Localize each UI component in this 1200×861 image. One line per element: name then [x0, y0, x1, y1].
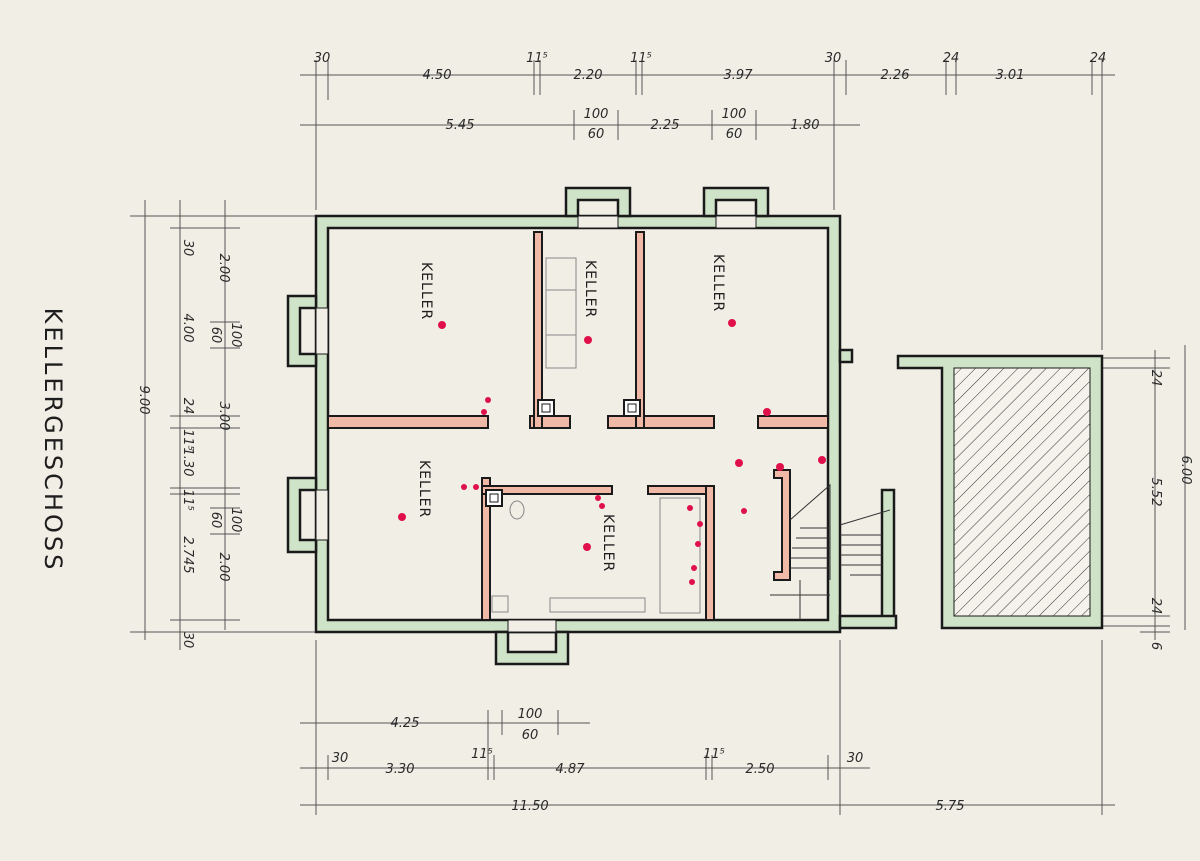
- dim-top-2: 4.50: [423, 68, 452, 83]
- dim-top2-2: 100: [584, 107, 609, 122]
- room-label-3: KELLER: [710, 254, 726, 312]
- inner-walls: [327, 231, 829, 621]
- dim-bottom-10: 30: [847, 751, 864, 766]
- garage-hatched-area: [954, 368, 1090, 616]
- room-label-2: KELLER: [582, 260, 598, 318]
- dim-top2-6: 60: [726, 127, 743, 142]
- dim-left-11: 60: [208, 512, 223, 529]
- dim-right-total: 6.00: [1178, 456, 1193, 485]
- left-dimension-chain: 30 2.00 100 60 4.00 24 3.00 11⁵ 1.30 100…: [130, 200, 320, 650]
- dim-top-10: 3.01: [996, 68, 1025, 83]
- dim-bottom-4: 30: [332, 751, 349, 766]
- dim-right-3: 24: [1148, 598, 1163, 615]
- dim-bottom-12: 5.75: [936, 799, 965, 814]
- dim-left-9: 1.30: [180, 448, 195, 477]
- dim-bottom-7: 4.87: [556, 762, 586, 777]
- staircase: [770, 483, 891, 620]
- dim-bottom-6: 11⁵: [471, 747, 493, 762]
- dim-bottom-11: 11.50: [511, 799, 548, 814]
- dim-top-9: 24: [943, 51, 960, 66]
- bottom-dimension-chain: 4.25 100 60 30 3.30 11⁵ 4.87 11⁵ 2.50 30…: [300, 640, 1115, 815]
- dim-top-11: 24: [1090, 51, 1107, 66]
- outer-walls: [286, 186, 854, 666]
- dim-bottom-9: 2.50: [746, 762, 775, 777]
- dim-top2-3: 60: [588, 127, 605, 142]
- dim-left-8: 11⁵: [180, 429, 195, 451]
- dim-top-8: 2.26: [881, 68, 910, 83]
- right-dimension-chain: 24 5.52 24 6 6.00: [1100, 345, 1193, 650]
- dim-top2-5: 100: [722, 107, 747, 122]
- garage: [838, 354, 1104, 630]
- dim-top-6: 3.97: [724, 68, 754, 83]
- dim-top2-7: 1.80: [791, 118, 820, 133]
- room-label-5: KELLER: [600, 514, 616, 572]
- dim-bottom-2: 100: [518, 707, 543, 722]
- dim-left-7: 3.00: [216, 402, 231, 431]
- dim-left-14: 2.00: [216, 553, 231, 582]
- dim-right-2: 5.52: [1148, 478, 1163, 507]
- dim-left-5: 4.00: [180, 314, 195, 343]
- dim-left-2: 2.00: [216, 254, 231, 283]
- dim-top-4: 2.20: [574, 68, 603, 83]
- dim-left-1: 30: [180, 240, 195, 257]
- room-label-4: KELLER: [416, 460, 432, 518]
- dim-right-4: 6: [1148, 642, 1163, 650]
- dim-top-5: 11⁵: [630, 51, 652, 66]
- dim-left-3: 100: [228, 323, 243, 348]
- top-dimension-chain: 30 4.50 11⁵ 2.20 11⁵ 3.97 30 2.26 24 3.0…: [300, 51, 1115, 350]
- dim-left-15: 30: [180, 632, 195, 649]
- dim-left-10: 100: [228, 508, 243, 533]
- dim-right-1: 24: [1148, 370, 1163, 387]
- dim-bottom-5: 3.30: [386, 762, 415, 777]
- dim-top-7: 30: [825, 51, 842, 66]
- dim-left-total: 9.00: [136, 386, 151, 415]
- dim-left-13: 2.745: [180, 536, 195, 573]
- pencil-sketches: [491, 257, 701, 614]
- drawing-title: KELLERGESCHOSS: [39, 308, 67, 573]
- dim-bottom-8: 11⁵: [703, 747, 725, 762]
- dim-bottom-3: 60: [522, 728, 539, 743]
- dim-top-1: 30: [314, 51, 331, 66]
- dim-top2-1: 5.45: [446, 118, 475, 133]
- red-markers: [398, 319, 826, 585]
- chimneys: [485, 399, 641, 507]
- dim-left-12: 11⁵: [180, 489, 195, 511]
- dim-left-4: 60: [208, 327, 223, 344]
- dim-left-6: 24: [180, 398, 195, 415]
- dim-top2-4: 2.25: [651, 118, 680, 133]
- room-label-1: KELLER: [418, 262, 434, 320]
- dim-bottom-1: 4.25: [391, 716, 420, 731]
- dim-top-3: 11⁵: [526, 51, 548, 66]
